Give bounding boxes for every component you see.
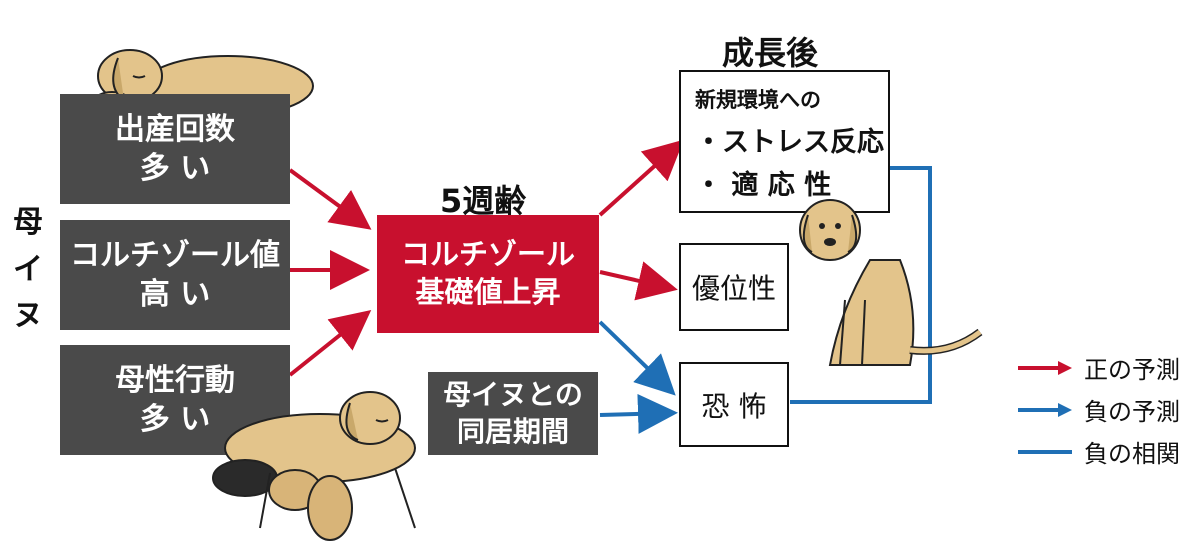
legend-positive: 正の予測 bbox=[1018, 350, 1180, 385]
fear-box: 恐 怖 bbox=[679, 362, 789, 447]
cohabitation-line2: 同居期間 bbox=[456, 414, 569, 448]
legend-negative-correlation-label: 負の相関 bbox=[1084, 440, 1180, 468]
vertical-char-3: ヌ bbox=[13, 298, 43, 333]
factor-mother-cortisol-line1: コルチゾール値 bbox=[70, 238, 280, 273]
legend-blue-line-icon bbox=[1018, 449, 1072, 454]
correlation-line-stress-fear bbox=[790, 166, 932, 404]
legend-negative: 負の予測 bbox=[1018, 392, 1180, 427]
fear-label: 恐 怖 bbox=[701, 389, 767, 423]
stress-response-item: ・ストレス反応 bbox=[695, 127, 884, 158]
legend-red-arrow-icon bbox=[1018, 360, 1072, 375]
arrow-maternal-behavior-to-cortisol bbox=[288, 310, 372, 377]
center-cortisol-box: コルチゾール 基礎値上昇 bbox=[377, 215, 599, 333]
factor-births-line1: 出産回数 bbox=[115, 112, 235, 147]
legend-blue-arrow-icon bbox=[1018, 402, 1072, 417]
arrow-cortisol-to-fear bbox=[598, 320, 676, 396]
after-growth-heading: 成長後 bbox=[722, 34, 819, 72]
center-cortisol-line1: コルチゾール bbox=[400, 237, 575, 272]
legend-negative-correlation: 負の相関 bbox=[1018, 434, 1180, 469]
cohabitation-line1: 母イヌとの bbox=[443, 378, 583, 412]
dominance-label: 優位性 bbox=[691, 272, 776, 305]
arrow-cortisol-to-stress bbox=[598, 139, 684, 217]
legend-positive-label: 正の予測 bbox=[1084, 356, 1180, 384]
center-heading-5-weeks: 5週齢 bbox=[440, 182, 527, 220]
nursing-dog-icon bbox=[212, 391, 416, 541]
legend-negative-label: 負の予測 bbox=[1084, 398, 1180, 426]
factor-births-line2: 多 い bbox=[139, 151, 211, 186]
sitting-dog-icon bbox=[799, 199, 983, 366]
mother-dog-vertical-label: 母 イ ヌ bbox=[8, 200, 48, 340]
arrow-cohabitation-to-fear bbox=[599, 393, 678, 434]
arrow-cortisol-to-dominance bbox=[599, 261, 678, 301]
vertical-char-1: 母 bbox=[13, 205, 43, 240]
center-cortisol-line2: 基礎値上昇 bbox=[415, 275, 561, 309]
factor-mother-cortisol-line2: 高 い bbox=[139, 277, 211, 312]
factor-box-mother-cortisol: コルチゾール値 高 い bbox=[60, 220, 290, 330]
arrow-births-to-cortisol bbox=[288, 168, 372, 230]
factor-box-births: 出産回数 多 い bbox=[60, 94, 290, 204]
adaptability-item: ・ 適 応 性 bbox=[695, 170, 832, 201]
vertical-char-2: イ bbox=[13, 251, 43, 287]
cohabitation-box: 母イヌとの 同居期間 bbox=[428, 372, 598, 455]
stress-adaptability-box: 新規環境への ・ストレス反応 ・ 適 応 性 bbox=[679, 70, 890, 213]
stress-box-title: 新規環境への bbox=[695, 88, 821, 112]
factor-maternal-line2: 多 い bbox=[139, 402, 211, 437]
dominance-box: 優位性 bbox=[679, 243, 789, 331]
factor-maternal-line1: 母性行動 bbox=[115, 363, 235, 398]
